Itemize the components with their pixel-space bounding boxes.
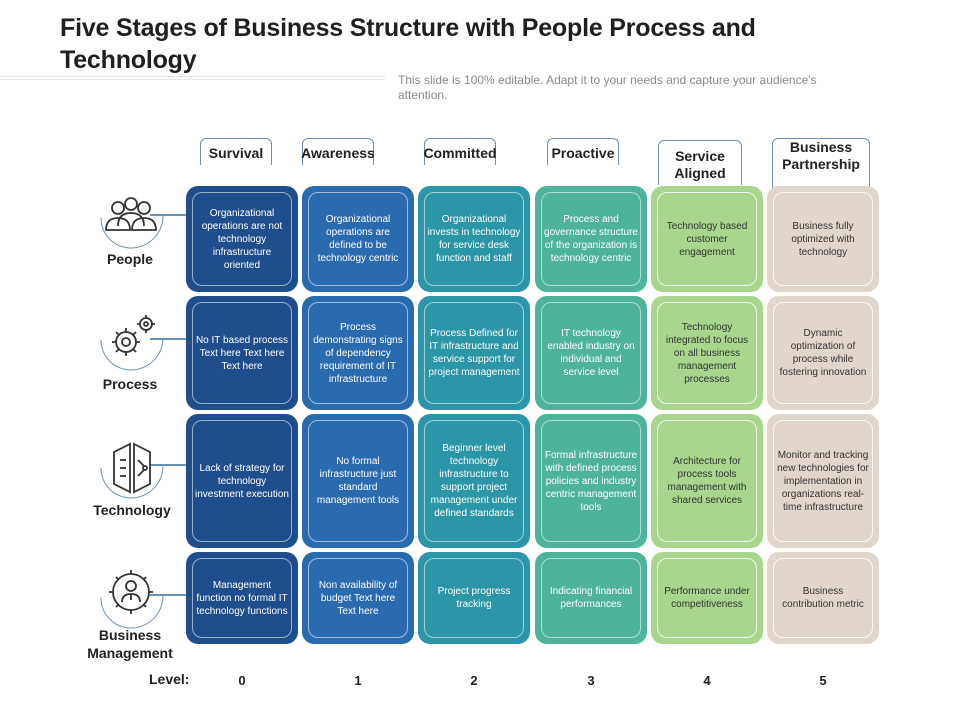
row-label-technology: Technology bbox=[93, 502, 171, 518]
technology-connector bbox=[150, 464, 186, 466]
process-connector bbox=[150, 338, 186, 340]
column-header-awareness: Awareness bbox=[301, 138, 375, 165]
people-connector bbox=[150, 214, 186, 216]
title-divider bbox=[0, 76, 385, 82]
cell-process-service-aligned: Technology integrated to focus on all bu… bbox=[651, 296, 763, 410]
column-header-proactive: Proactive bbox=[547, 138, 619, 165]
cell-business-management-business-partnership: Business contribution metric bbox=[767, 552, 879, 644]
cell-business-management-survival: Management function no formal IT technol… bbox=[186, 552, 298, 644]
column-header-business-partnership: Business Partnership bbox=[772, 138, 870, 189]
column-header-survival: Survival bbox=[200, 138, 272, 165]
manager-gear-icon bbox=[109, 570, 153, 614]
column-header-committed: Committed bbox=[423, 138, 497, 165]
cell-process-awareness: Process demonstrating signs of dependenc… bbox=[302, 296, 414, 410]
cell-process-committed: Process Defined for IT infrastructure an… bbox=[418, 296, 530, 410]
business-management-connector bbox=[150, 594, 186, 596]
row-label-business-management: Business Management bbox=[87, 627, 173, 661]
cell-process-business-partnership: Dynamic optimization of process while fo… bbox=[767, 296, 879, 410]
level-label: Level: bbox=[149, 671, 190, 687]
cell-technology-proactive: Formal infrastructure with defined proce… bbox=[535, 414, 647, 548]
cell-technology-awareness: No formal infrastructure just standard m… bbox=[302, 414, 414, 548]
row-label-process: Process bbox=[102, 376, 158, 392]
page-title: Five Stages of Business Structure with P… bbox=[60, 14, 756, 74]
level-0: 0 bbox=[238, 673, 246, 688]
level-1: 1 bbox=[354, 673, 362, 688]
row-label-people: People bbox=[107, 251, 153, 267]
cell-people-awareness: Organizational operations are defined to… bbox=[302, 186, 414, 292]
people-icon bbox=[105, 197, 157, 231]
cell-people-committed: Organizational invests in technology for… bbox=[418, 186, 530, 292]
level-4: 4 bbox=[703, 673, 711, 688]
column-header-service-aligned: Service Aligned bbox=[658, 140, 742, 185]
cell-business-management-service-aligned: Performance under competitiveness bbox=[651, 552, 763, 644]
circuit-head-icon bbox=[113, 442, 151, 494]
cell-process-survival: No IT based process Text here Text here … bbox=[186, 296, 298, 410]
cell-technology-survival: Lack of strategy for technology investme… bbox=[186, 414, 298, 548]
level-3: 3 bbox=[587, 673, 595, 688]
cell-business-management-awareness: Non availability of budget Text here Tex… bbox=[302, 552, 414, 644]
page-subtitle: This slide is 100% editable. Adapt it to… bbox=[398, 73, 817, 102]
cell-process-proactive: IT technology enabled industry on indivi… bbox=[535, 296, 647, 410]
cell-business-management-proactive: Indicating financial performances bbox=[535, 552, 647, 644]
gears-icon bbox=[112, 315, 155, 356]
cell-people-service-aligned: Technology based customer engagement bbox=[651, 186, 763, 292]
cell-people-proactive: Process and governance structure of the … bbox=[535, 186, 647, 292]
cell-people-business-partnership: Business fully optimized with technology bbox=[767, 186, 879, 292]
level-2: 2 bbox=[470, 673, 478, 688]
cell-technology-service-aligned: Architecture for process tools managemen… bbox=[651, 414, 763, 548]
cell-business-management-committed: Project progress tracking bbox=[418, 552, 530, 644]
cell-technology-business-partnership: Monitor and tracking new technologies fo… bbox=[767, 414, 879, 548]
cell-technology-committed: Beginner level technology infrastructure… bbox=[418, 414, 530, 548]
level-5: 5 bbox=[819, 673, 827, 688]
cell-people-survival: Organizational operations are not techno… bbox=[186, 186, 298, 292]
